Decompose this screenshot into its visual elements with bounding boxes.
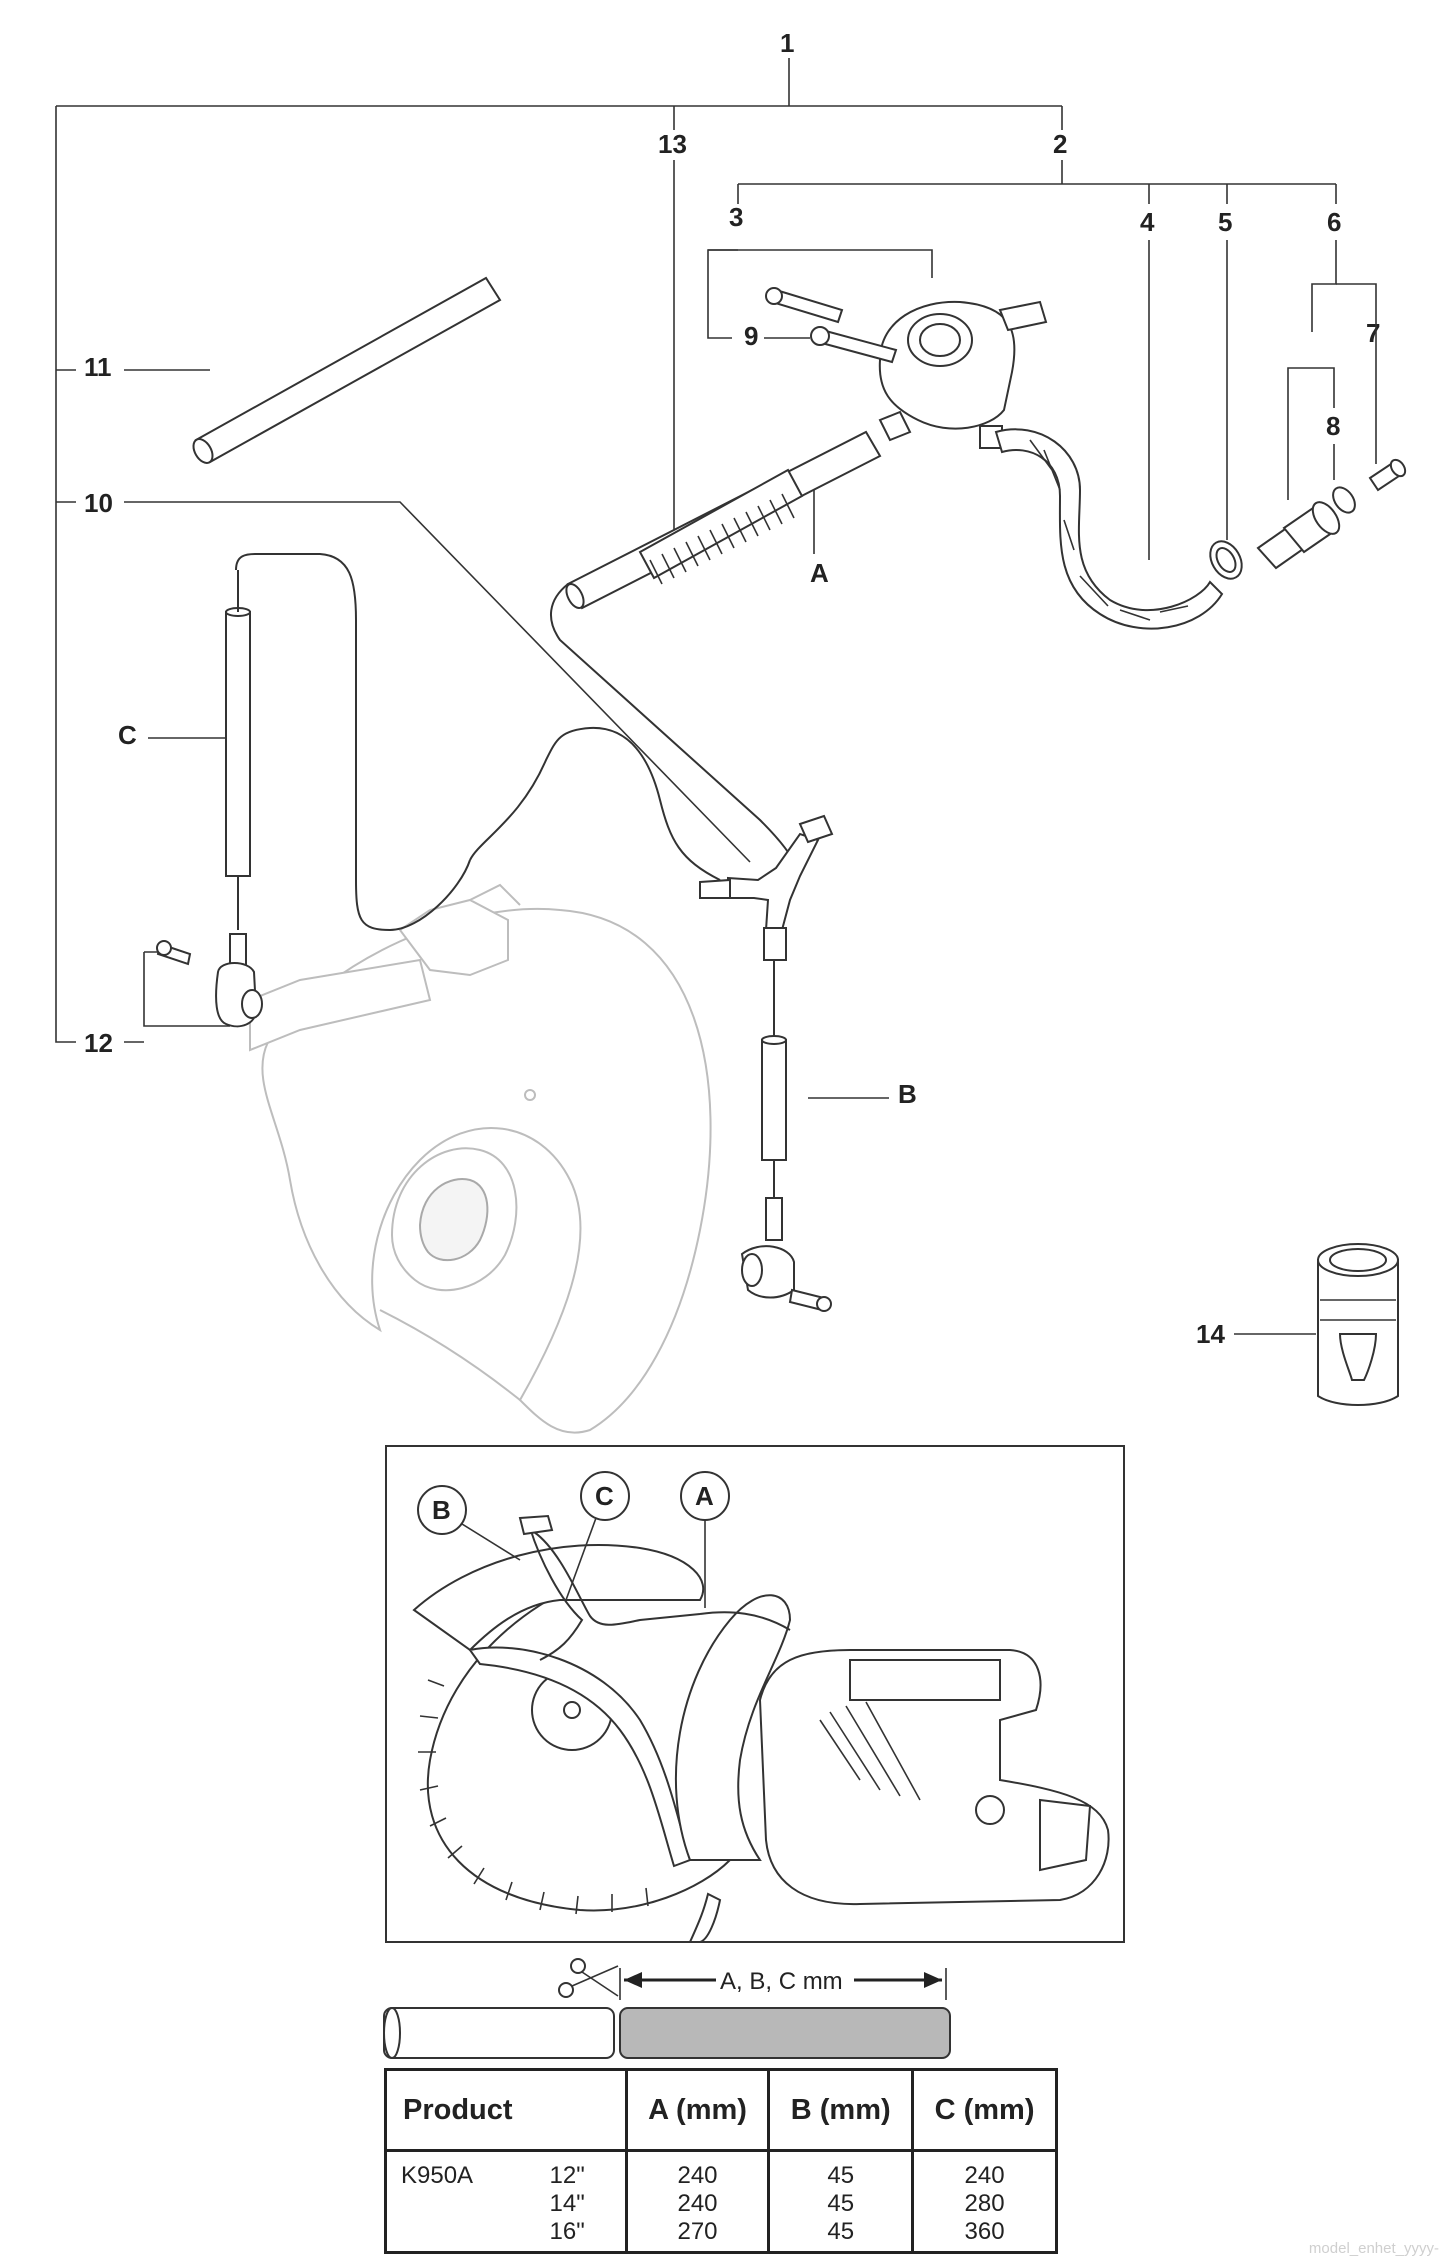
part-9-screws [765,287,898,364]
part-8-o-ring [1332,486,1356,514]
tube-c [225,570,251,930]
header-product: Product [384,2068,628,2152]
inset-label-a: A [680,1471,730,1608]
callout-11: 11 [84,352,112,382]
watermark: model_enhet_yyyy- [1308,2240,1439,2257]
part-3-valve [878,300,1048,449]
c-value-12: 240 [964,2162,1005,2189]
callout-tree [55,58,1337,1043]
callout-1: 1 [780,28,794,58]
callout-5: 5 [1218,207,1232,237]
callout-12: 12 [84,1028,113,1058]
callout-3: 3 [729,202,743,232]
header-c: C (mm) [911,2068,1058,2152]
svg-text:A: A [695,1481,714,1511]
callout-6: 6 [1327,207,1341,237]
blade-guard [249,883,712,1434]
c-value-16: 360 [964,2218,1005,2245]
callout-8: 8 [1326,411,1340,441]
header-b: B (mm) [767,2068,915,2152]
blade-teeth [418,1679,649,1915]
svg-text:C: C [595,1481,614,1511]
b-value-14: 45 [827,2190,855,2217]
part-12-nozzle-left [156,933,263,1028]
inset-label-c: C [565,1471,630,1601]
a-value-12: 240 [677,2162,718,2189]
measure-label: A, B, C mm [720,1968,843,1995]
callout-10: 10 [84,488,113,518]
part-leaders [124,160,1377,1335]
tube-b [761,1035,787,1200]
tube-length-table: Product A (mm) B (mm) C (mm) K950A 12" 1… [383,2068,1058,2254]
scissors-icon [558,1958,619,1998]
b-value-16: 45 [827,2218,855,2245]
part-5-clamp [1209,540,1243,580]
size-12: 12" [549,2162,585,2189]
header-a: A (mm) [624,2068,771,2152]
part-4-hose [994,428,1224,630]
part-13-spring-tube [565,430,882,610]
part-12-nozzle-right [740,1197,832,1312]
c-value-14: 280 [964,2190,1005,2217]
part-14-hose-coupling [1317,1243,1399,1406]
part-10-y-connector [699,814,834,961]
b-value-12: 45 [827,2162,855,2189]
cell-a-values: 240 240 270 [624,2150,771,2254]
cut-measurement: A, B, C mm [383,1958,951,2059]
size-14: 14" [549,2190,585,2217]
cell-b-values: 45 45 45 [767,2150,915,2254]
part-11-tube [192,276,502,464]
a-value-14: 240 [677,2190,718,2217]
callout-13: 13 [658,129,687,159]
svg-text:B: B [432,1495,451,1525]
callout-2: 2 [1053,129,1067,159]
size-16: 16" [549,2218,585,2245]
a-value-16: 270 [677,2218,718,2245]
callout-4: 4 [1140,207,1155,237]
part-7-screw [1368,458,1407,492]
cell-c-values: 240 280 360 [911,2150,1058,2254]
inset-label-b: B [417,1485,521,1561]
callout-b: B [898,1079,917,1109]
inset-machine-view [385,1445,1125,1943]
part-6-coupling [1256,501,1341,570]
callout-a: A [810,558,829,588]
callout-7: 7 [1366,318,1380,348]
cell-sizes: 12" 14" 16" [512,2150,628,2254]
callout-9: 9 [744,321,758,351]
callout-14: 14 [1196,1319,1225,1349]
cell-product: K950A [383,2150,513,2254]
callout-c: C [118,720,137,750]
